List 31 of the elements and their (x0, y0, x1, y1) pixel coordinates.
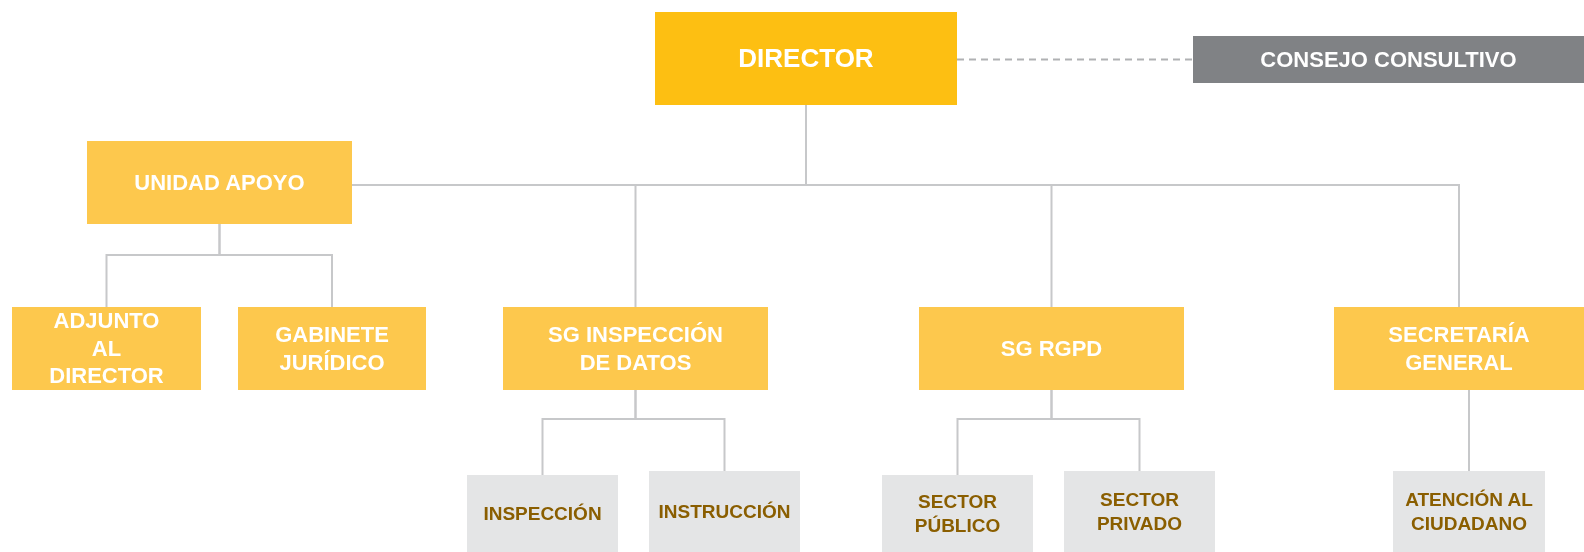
org-label: SG INSPECCIÓN DE DATOS (547, 321, 724, 376)
org-label: INSPECCIÓN (483, 501, 602, 526)
connector-line (218, 223, 333, 308)
org-box (503, 307, 768, 390)
org-label: SG RGPD (1000, 334, 1103, 363)
org-label: SECTOR PÚBLICO (913, 489, 1002, 538)
org-label: SECTOR PRIVADO (1095, 487, 1184, 536)
org-box (1193, 36, 1584, 83)
org-box (12, 307, 201, 390)
org-label: ATENCIÓN AL CIUDADANO (1404, 487, 1534, 536)
org-label: INSTRUCCIÓN (658, 499, 791, 524)
connector-line (1468, 389, 1470, 472)
org-label: UNIDAD APOYO (134, 168, 305, 197)
org-box (1393, 471, 1545, 552)
org-box (919, 307, 1184, 390)
org-box (1064, 471, 1215, 552)
org-label: ADJUNTO AL DIRECTOR (48, 307, 165, 390)
org-box (655, 12, 957, 105)
org-box (1334, 307, 1584, 390)
dashed-connector (956, 58, 1194, 61)
org-box (467, 475, 618, 552)
org-box (649, 471, 800, 552)
org-box (87, 141, 352, 224)
connector-line (634, 389, 726, 472)
org-label: CONSEJO CONSULTIVO (1260, 45, 1517, 74)
org-box (882, 475, 1033, 552)
org-label: DIRECTOR (738, 42, 874, 75)
org-label: SECRETARÍA GENERAL (1387, 321, 1531, 376)
org-box (238, 307, 426, 390)
connector-line (1050, 389, 1141, 472)
org-label: GABINETE JURÍDICO (274, 321, 390, 376)
